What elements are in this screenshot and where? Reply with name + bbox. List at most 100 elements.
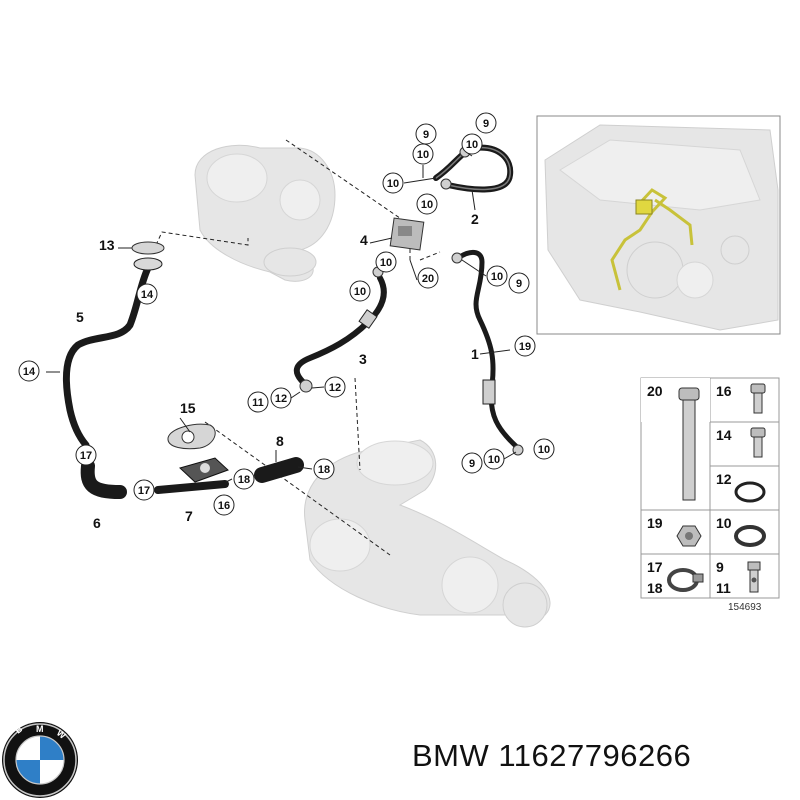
part-callout-9: 9 [461,452,483,474]
oil-line-3 [293,266,387,393]
gasket-13 [131,241,165,255]
washer-icon [734,525,766,547]
legend-cell-9: 911 [716,559,761,596]
legend-number: 16 [716,383,732,399]
part-label-2: 2 [471,211,479,227]
part-callout-12: 12 [270,387,292,409]
part-callout-16: 16 [213,494,235,516]
legend-cell-19: 19 [647,515,702,547]
legend-number: 14 [716,427,732,443]
bolt-short-icon [750,427,766,458]
part-label-1: 1 [471,346,479,362]
callout-text: 10 [491,271,503,283]
turbocharger-ghost-top [194,144,336,282]
bolt-short-icon [750,383,766,414]
part-label-15: 15 [180,400,196,416]
seal-ring-icon [734,481,766,503]
part-callout-10: 10 [375,251,397,273]
part-callout-20: 20 [417,267,439,289]
part-label-3: 3 [359,351,367,367]
part-callout-10: 10 [412,143,434,165]
bmw-logo: B M W [2,722,78,798]
part-callout-10: 10 [382,172,404,194]
part-callout-10: 10 [486,265,508,287]
oil-hose-8 [254,457,304,483]
part-label-13: 13 [99,237,115,253]
callout-text: 10 [417,149,429,161]
legend-cell-20: 20 [647,383,700,501]
part-callout-10: 10 [533,438,555,460]
callout-text: 16 [218,500,230,512]
callout-text: 18 [238,474,250,486]
callout-text: 10 [421,199,433,211]
gasket-15 [167,423,216,450]
brand-part-caption: BMW 11627796266 [412,738,692,773]
callout-text: 10 [354,286,366,298]
part-callout-11: 11 [247,391,269,413]
svg-text:B: B [13,723,25,735]
callout-text: 17 [80,450,92,462]
callout-text: 10 [488,454,500,466]
part-callout-19: 19 [514,335,536,357]
callout-text: 9 [469,458,475,470]
oil-return-pipe-5 [46,257,163,449]
part-label-7: 7 [185,508,193,524]
legend-cell-14: 14 [716,427,766,458]
callout-text: 10 [380,257,392,269]
callout-text: 12 [329,382,341,394]
turbocharger-ghost-bottom [304,439,551,628]
hose-clamp-icon [667,568,704,592]
part-callout-10: 10 [416,193,438,215]
legend-number: 9 [716,559,724,575]
callout-text: 9 [516,278,522,290]
leader-lines [118,151,517,491]
part-callout-10: 10 [483,448,505,470]
legend-cell-10: 10 [716,515,766,547]
callout-text: 9 [423,129,429,141]
legend-cell-12: 12 [716,471,766,503]
legend-number: 18 [647,580,663,596]
part-label-6: 6 [93,515,101,531]
callout-text: 14 [141,289,154,301]
callout-text: 10 [387,178,399,190]
part-label-4: 4 [360,232,368,248]
part-callout-12: 12 [324,376,346,398]
part-label-8: 8 [276,433,284,449]
oil-return-hose-6 [80,459,127,499]
callout-text: 18 [318,464,330,476]
engine-inset [536,115,781,335]
bolt-long-icon [678,387,700,501]
callout-text: 11 [252,397,264,409]
legend-number: 20 [647,383,663,399]
oil-distributor-block [389,217,425,251]
svg-text:M: M [36,724,44,734]
part-callout-9: 9 [475,112,497,134]
part-callout-14: 14 [18,360,40,382]
part-callout-9: 9 [508,272,530,294]
part-callout-18: 18 [313,458,335,480]
part-callout-17: 17 [75,444,97,466]
legend-number: 19 [647,515,663,531]
callout-text: 9 [483,118,489,130]
part-callout-9: 9 [415,123,437,145]
part-label-5: 5 [76,309,84,325]
label-layer: 2 4 13 5 3 1 15 8 6 7 [76,211,479,531]
legend-cell-16: 16 [716,383,766,414]
part-callout-10: 10 [349,280,371,302]
nut-icon [676,525,702,547]
dashed-reference-lines [155,139,441,556]
legend-number: 11 [716,580,731,596]
banjo-bolt-icon [747,561,761,593]
part-callout-14: 14 [136,283,158,305]
part-callout-17: 17 [133,479,155,501]
oil-line-1 [451,250,524,456]
part-callout-18: 18 [233,468,255,490]
legend-number: 10 [716,515,732,531]
callout-text: 14 [23,366,36,378]
part-callout-10: 10 [461,133,483,155]
callout-text: 12 [275,393,287,405]
